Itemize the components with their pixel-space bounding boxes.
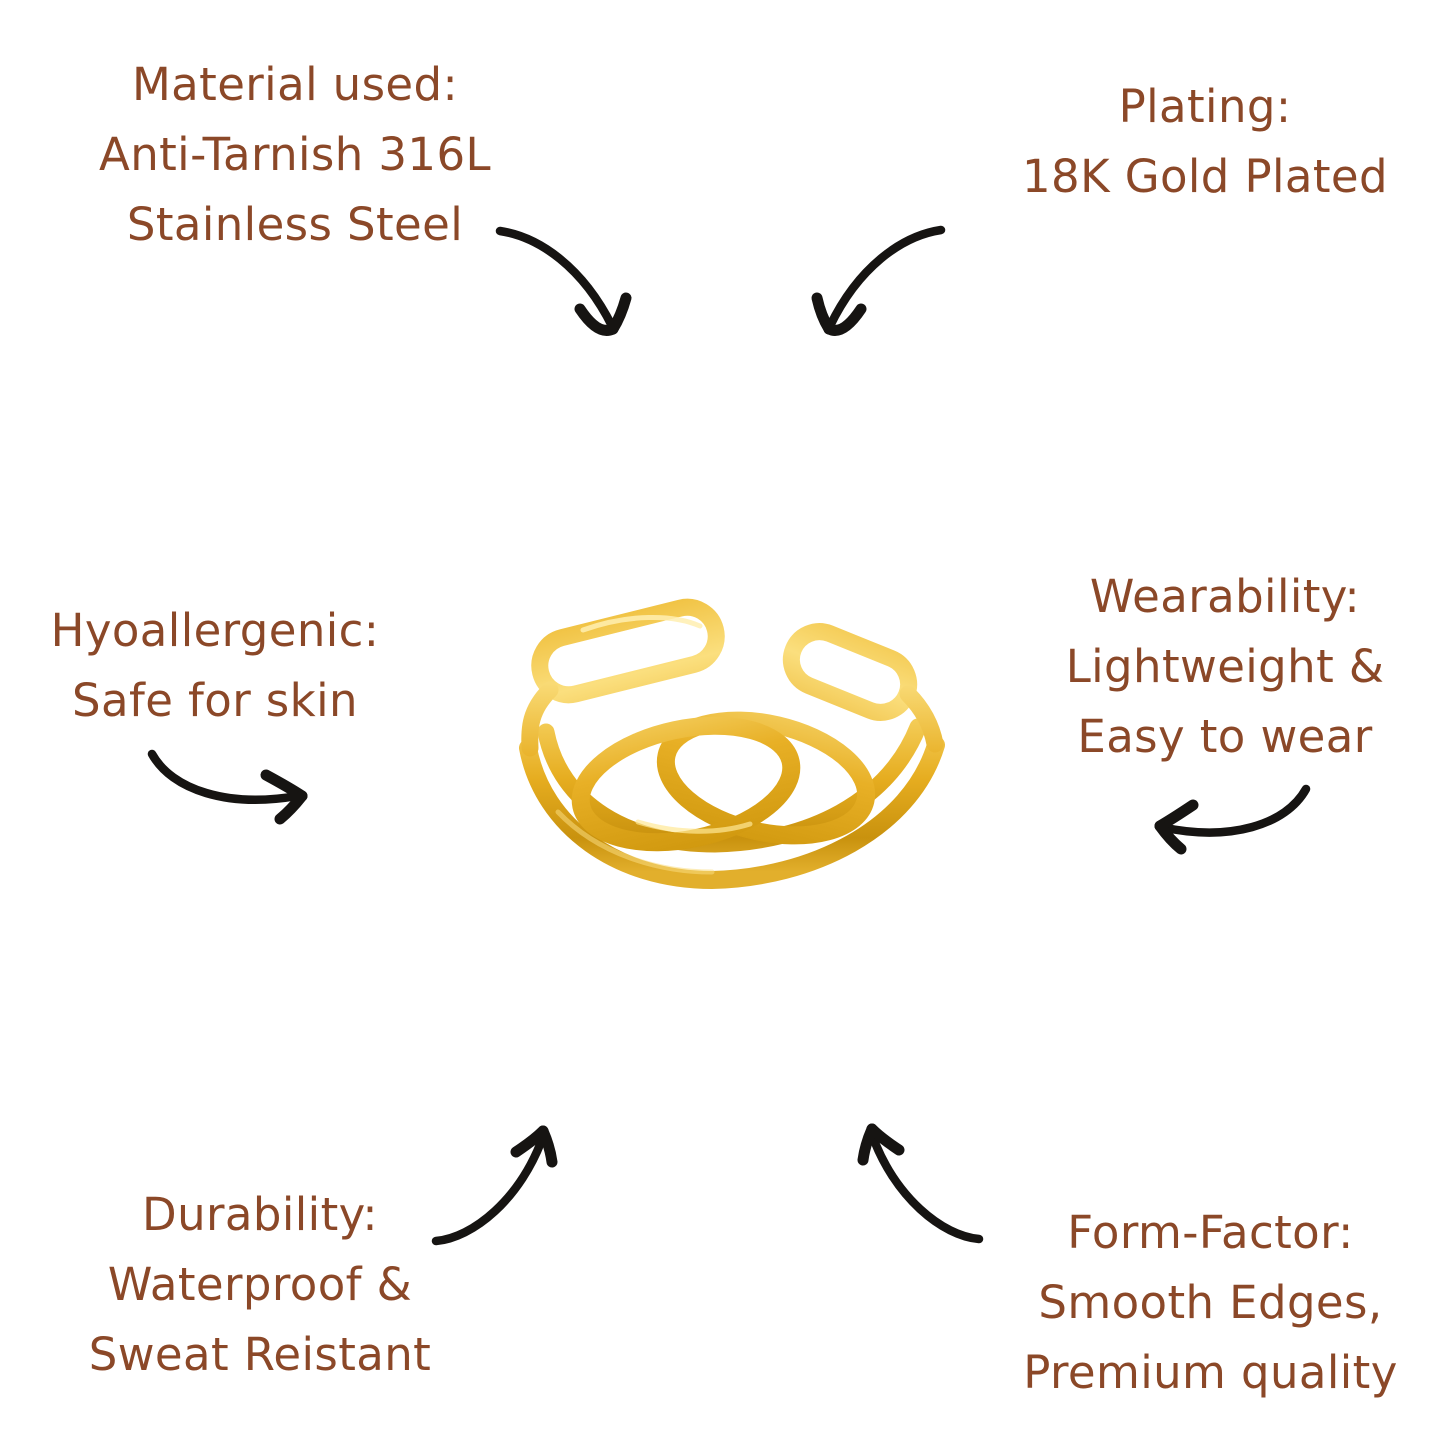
feature-wearability-title: Wearability: <box>1089 570 1361 623</box>
ring-highlight-top <box>580 615 703 633</box>
feature-wearability: Wearability: Lightweight & Easy to wear <box>1000 562 1445 772</box>
product-image-ring <box>519 598 945 890</box>
feature-form-factor: Form-Factor: Smooth Edges, Premium quali… <box>978 1198 1443 1408</box>
feature-form-factor-title: Form-Factor: <box>1067 1206 1354 1259</box>
feature-wearability-detail-1: Lightweight & <box>1065 640 1385 693</box>
curved-arrow-top-right-icon <box>811 225 946 336</box>
feature-durability-title: Durability: <box>142 1188 378 1241</box>
feature-form-factor-detail-1: Smooth Edges, <box>1038 1276 1383 1329</box>
curved-arrow-middle-right-icon <box>1154 784 1311 855</box>
feature-plating: Plating: 18K Gold Plated <box>955 72 1445 212</box>
feature-plating-title: Plating: <box>1118 80 1292 133</box>
feature-durability: Durability: Waterproof & Sweat Reistant <box>35 1180 485 1390</box>
feature-hypoallergenic-title: Hyoallergenic: <box>50 604 380 657</box>
curved-arrow-middle-left-icon <box>147 749 308 825</box>
feature-material-title: Material used: <box>131 58 459 111</box>
ring-highlight-band <box>555 809 715 875</box>
ring-highlight-knot <box>635 819 753 834</box>
feature-plating-detail: 18K Gold Plated <box>1022 150 1388 203</box>
ring-right-connector <box>899 685 944 753</box>
feature-material: Material used: Anti-Tarnish 316L Stainle… <box>50 50 540 260</box>
ring-inner-band <box>537 718 927 853</box>
ring-outer-band <box>519 736 945 890</box>
ring-left-terminal-loop <box>531 598 725 704</box>
feature-hypoallergenic: Hyoallergenic: Safe for skin <box>0 596 430 736</box>
ring-knot-left-loop <box>571 716 801 852</box>
curved-arrow-bottom-right-icon <box>857 1123 984 1244</box>
feature-material-detail-1: Anti-Tarnish 316L <box>99 128 491 181</box>
ring-right-terminal-loop <box>782 623 918 721</box>
feature-hypoallergenic-detail: Safe for skin <box>72 674 358 727</box>
feature-durability-detail-2: Sweat Reistant <box>88 1328 432 1381</box>
feature-wearability-detail-2: Easy to wear <box>1077 710 1373 763</box>
feature-form-factor-detail-2: Premium quality <box>1023 1346 1398 1399</box>
feature-durability-detail-1: Waterproof & <box>107 1258 413 1311</box>
ring-left-connector <box>521 681 559 757</box>
feature-material-detail-2: Stainless Steel <box>126 198 464 251</box>
ring-knot-right-loop <box>656 711 876 845</box>
